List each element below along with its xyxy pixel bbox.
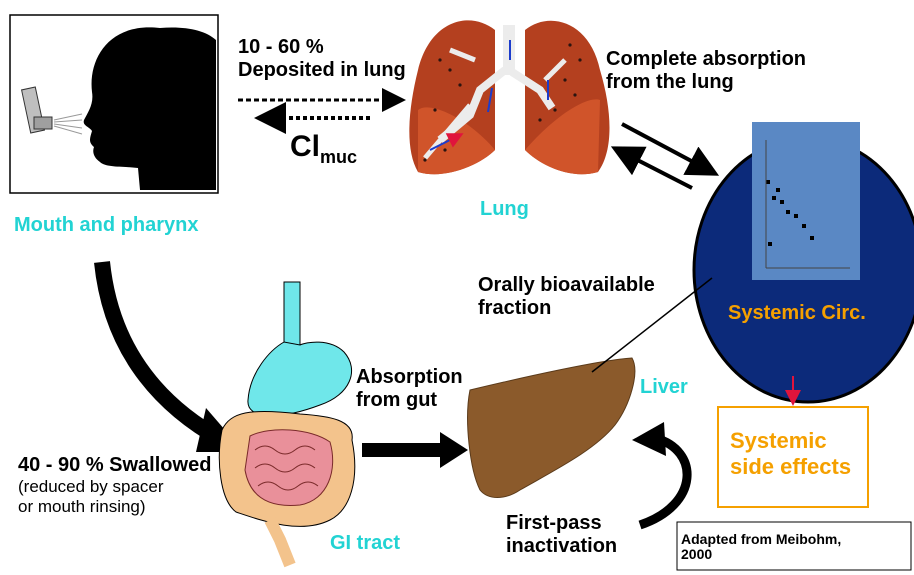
gut-absorption-line2: from gut xyxy=(356,389,463,412)
oral-fraction-line2: fraction xyxy=(478,297,655,320)
first-pass-line1: First-pass xyxy=(506,512,617,535)
clearance-sub: muc xyxy=(320,147,357,167)
oral-fraction-label: Orally bioavailable fraction xyxy=(478,274,655,320)
side-effects-line1: Systemic xyxy=(730,428,851,454)
lung-label: Lung xyxy=(480,198,529,221)
head-inhaler-illustration xyxy=(10,15,218,193)
swallowed-percent: 40 - 90 % Swallowed xyxy=(18,454,211,477)
swallowed-note2: or mouth rinsing) xyxy=(18,497,211,517)
gut-absorption-line1: Absorption xyxy=(356,366,463,389)
side-effects-label: Systemic side effects xyxy=(730,428,851,480)
swallowed-note1: (reduced by spacer xyxy=(18,477,211,497)
deposit-arrows xyxy=(238,100,400,118)
credit-line2: 2000 xyxy=(681,547,841,562)
swallow-arrow xyxy=(102,262,222,440)
credit-label: Adapted from Meibohm, 2000 xyxy=(681,532,841,562)
lung-absorption-line2: from the lung xyxy=(606,71,806,94)
clearance-label: Clmuc xyxy=(290,130,357,168)
systemic-circulation-circle xyxy=(694,122,914,402)
liver-label: Liver xyxy=(640,376,688,399)
gut-absorption-arrowhead xyxy=(440,432,468,468)
systemic-label: Systemic Circ. xyxy=(728,302,866,325)
deposit-percent: 10 - 60 % xyxy=(238,36,406,59)
gut-absorption-label: Absorption from gut xyxy=(356,366,463,412)
first-pass-arrowhead xyxy=(632,422,666,456)
mouth-label: Mouth and pharynx xyxy=(14,214,198,237)
side-effects-line2: side effects xyxy=(730,454,851,480)
first-pass-label: First-pass inactivation xyxy=(506,512,617,558)
oral-fraction-line1: Orally bioavailable xyxy=(478,274,655,297)
clearance-main: Cl xyxy=(290,130,320,163)
deposit-label: 10 - 60 % Deposited in lung xyxy=(238,36,406,82)
liver-illustration xyxy=(468,358,635,498)
lung-absorption-label: Complete absorption from the lung xyxy=(606,48,806,94)
credit-line1: Adapted from Meibohm, xyxy=(681,532,841,547)
lung-circulation-arrows xyxy=(618,124,712,188)
gi-tract-label: GI tract xyxy=(330,532,400,555)
gi-tract-illustration xyxy=(219,282,354,565)
lung-illustration xyxy=(409,20,609,174)
first-pass-line2: inactivation xyxy=(506,535,617,558)
lung-absorption-line1: Complete absorption xyxy=(606,48,806,71)
swallowed-label: 40 - 90 % Swallowed (reduced by spacer o… xyxy=(18,454,211,517)
deposit-text: Deposited in lung xyxy=(238,59,406,82)
